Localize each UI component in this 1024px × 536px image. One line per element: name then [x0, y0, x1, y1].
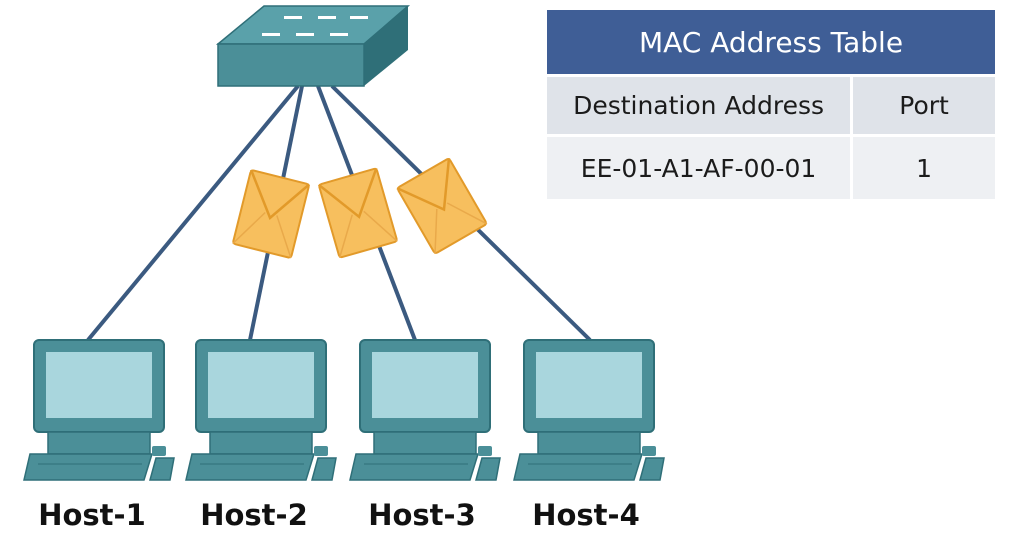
- host-label: Host-2: [200, 498, 308, 532]
- mac-address-table: MAC Address Table Destination Address Po…: [547, 10, 995, 199]
- link-host-1: [86, 84, 300, 342]
- desktop-computer-icon: [349, 339, 501, 481]
- table-header-row: Destination Address Port: [547, 74, 995, 136]
- host-2: Host-2: [185, 339, 337, 532]
- envelope-icon: [396, 157, 488, 254]
- table-title: MAC Address Table: [547, 10, 995, 76]
- cell-port: 1: [851, 134, 995, 199]
- host-3: Host-3: [349, 339, 501, 532]
- column-header-port: Port: [851, 74, 995, 136]
- envelope-icon: [317, 167, 398, 259]
- desktop-computer-icon: [23, 339, 175, 481]
- network-switch-icon: [215, 5, 411, 87]
- host-4: Host-4: [513, 339, 665, 532]
- host-label: Host-3: [368, 498, 476, 532]
- table-row: EE-01-A1-AF-00-01 1: [547, 134, 995, 199]
- host-label: Host-1: [38, 498, 146, 532]
- host-1: Host-1: [23, 339, 175, 532]
- cell-destination-address: EE-01-A1-AF-00-01: [547, 134, 854, 199]
- desktop-computer-icon: [185, 339, 337, 481]
- host-label: Host-4: [532, 498, 640, 532]
- table-title-row: MAC Address Table: [547, 10, 995, 76]
- column-header-destination: Destination Address: [547, 74, 854, 136]
- desktop-computer-icon: [513, 339, 665, 481]
- envelope-icon: [232, 169, 311, 259]
